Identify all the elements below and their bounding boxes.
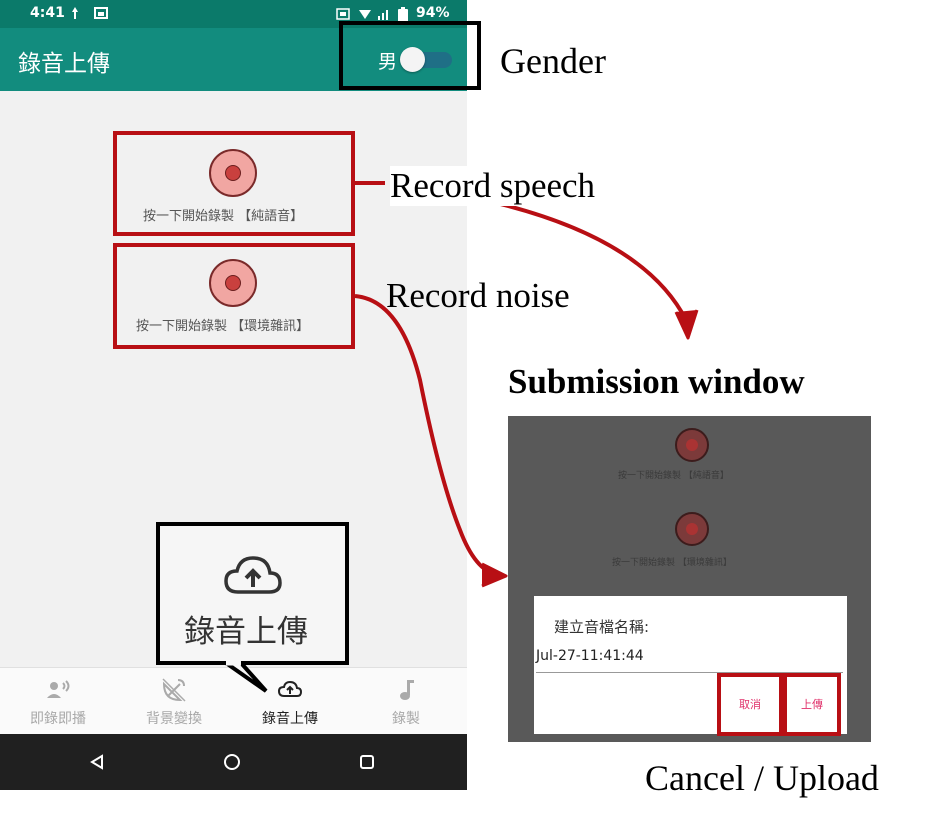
bottom-navigation: 即錄即播 背景變換 錄音上傳 錄製 (0, 667, 467, 735)
nfc-icon (336, 7, 350, 25)
submission-window-screenshot: 按一下開始錄製 【純語音】 按一下開始錄製 【環境雜訊】 建立音檔名稱: Jul… (508, 416, 871, 742)
battery-icon (398, 7, 408, 26)
gender-switch-knob[interactable] (400, 47, 425, 72)
page-title: 錄音上傳 (18, 51, 110, 77)
signal-icon (377, 7, 391, 25)
upload-label: 上傳 (801, 698, 823, 711)
app-bar: 錄音上傳 男 (0, 28, 467, 91)
mini-speech-label: 按一下開始錄製 【純語音】 (618, 471, 729, 481)
cancel-upload-annotation: Cancel / Upload (645, 758, 879, 798)
upload-tab-callout: 錄音上傳 (156, 522, 349, 665)
record-speech-label: 按一下開始錄製 【純語音】 (143, 209, 304, 224)
record-icon (675, 512, 709, 546)
notification-icon (68, 6, 82, 20)
home-icon[interactable] (223, 753, 241, 775)
nav-item-label: 錄音上傳 (262, 711, 318, 727)
input-underline (536, 672, 843, 673)
nav-item-record[interactable]: 錄製 (348, 668, 464, 735)
filename-dialog: 建立音檔名稱: Jul-27-11:41:44 取消 上傳 (534, 596, 847, 736)
music-note-icon (400, 679, 414, 705)
submission-window-annotation: Submission window (508, 362, 805, 401)
gender-label: 男 (378, 51, 398, 73)
mini-noise-label: 按一下開始錄製 【環境雜訊】 (612, 558, 732, 568)
gallery-icon (94, 6, 108, 20)
record-icon (675, 428, 709, 462)
record-icon (209, 259, 257, 307)
filename-input[interactable]: Jul-27-11:41:44 (536, 648, 644, 664)
cloud-upload-icon (223, 554, 283, 600)
gender-annotation: Gender (500, 41, 606, 81)
upload-button[interactable]: 上傳 (783, 673, 841, 736)
record-speech-button[interactable]: 按一下開始錄製 【純語音】 (113, 131, 355, 236)
system-navigation-bar (0, 734, 467, 790)
speaking-person-icon (46, 680, 72, 704)
cancel-label: 取消 (739, 698, 761, 711)
nav-item-recording-upload[interactable]: 錄音上傳 (232, 668, 348, 735)
record-speech-annotation: Record speech (390, 166, 596, 206)
cloud-upload-icon (277, 680, 303, 702)
record-noise-annotation: Record noise (386, 276, 570, 315)
status-time: 4:41 (30, 5, 65, 21)
recents-icon[interactable] (359, 754, 375, 774)
nav-item-background-change[interactable]: 背景變換 (116, 668, 232, 735)
nav-item-label: 即錄即播 (30, 711, 86, 727)
record-noise-label: 按一下開始錄製 【環境雜訊】 (136, 319, 310, 334)
phone-screen: 4:41 94% 錄音上傳 男 按一下開始錄製 【純語音】 (0, 0, 467, 790)
record-icon (209, 149, 257, 197)
record-noise-button[interactable]: 按一下開始錄製 【環境雜訊】 (113, 243, 355, 349)
nav-item-label: 背景變換 (146, 711, 202, 727)
nav-item-label: 錄製 (392, 711, 420, 727)
satellite-dish-icon (160, 676, 188, 708)
cancel-button[interactable]: 取消 (717, 673, 783, 736)
back-icon[interactable] (89, 754, 105, 774)
wifi-icon (358, 7, 372, 25)
callout-label: 錄音上傳 (184, 614, 308, 650)
battery-percent: 94% (416, 5, 450, 21)
nav-item-instant-playback[interactable]: 即錄即播 (0, 668, 116, 735)
dialog-title: 建立音檔名稱: (554, 618, 650, 636)
